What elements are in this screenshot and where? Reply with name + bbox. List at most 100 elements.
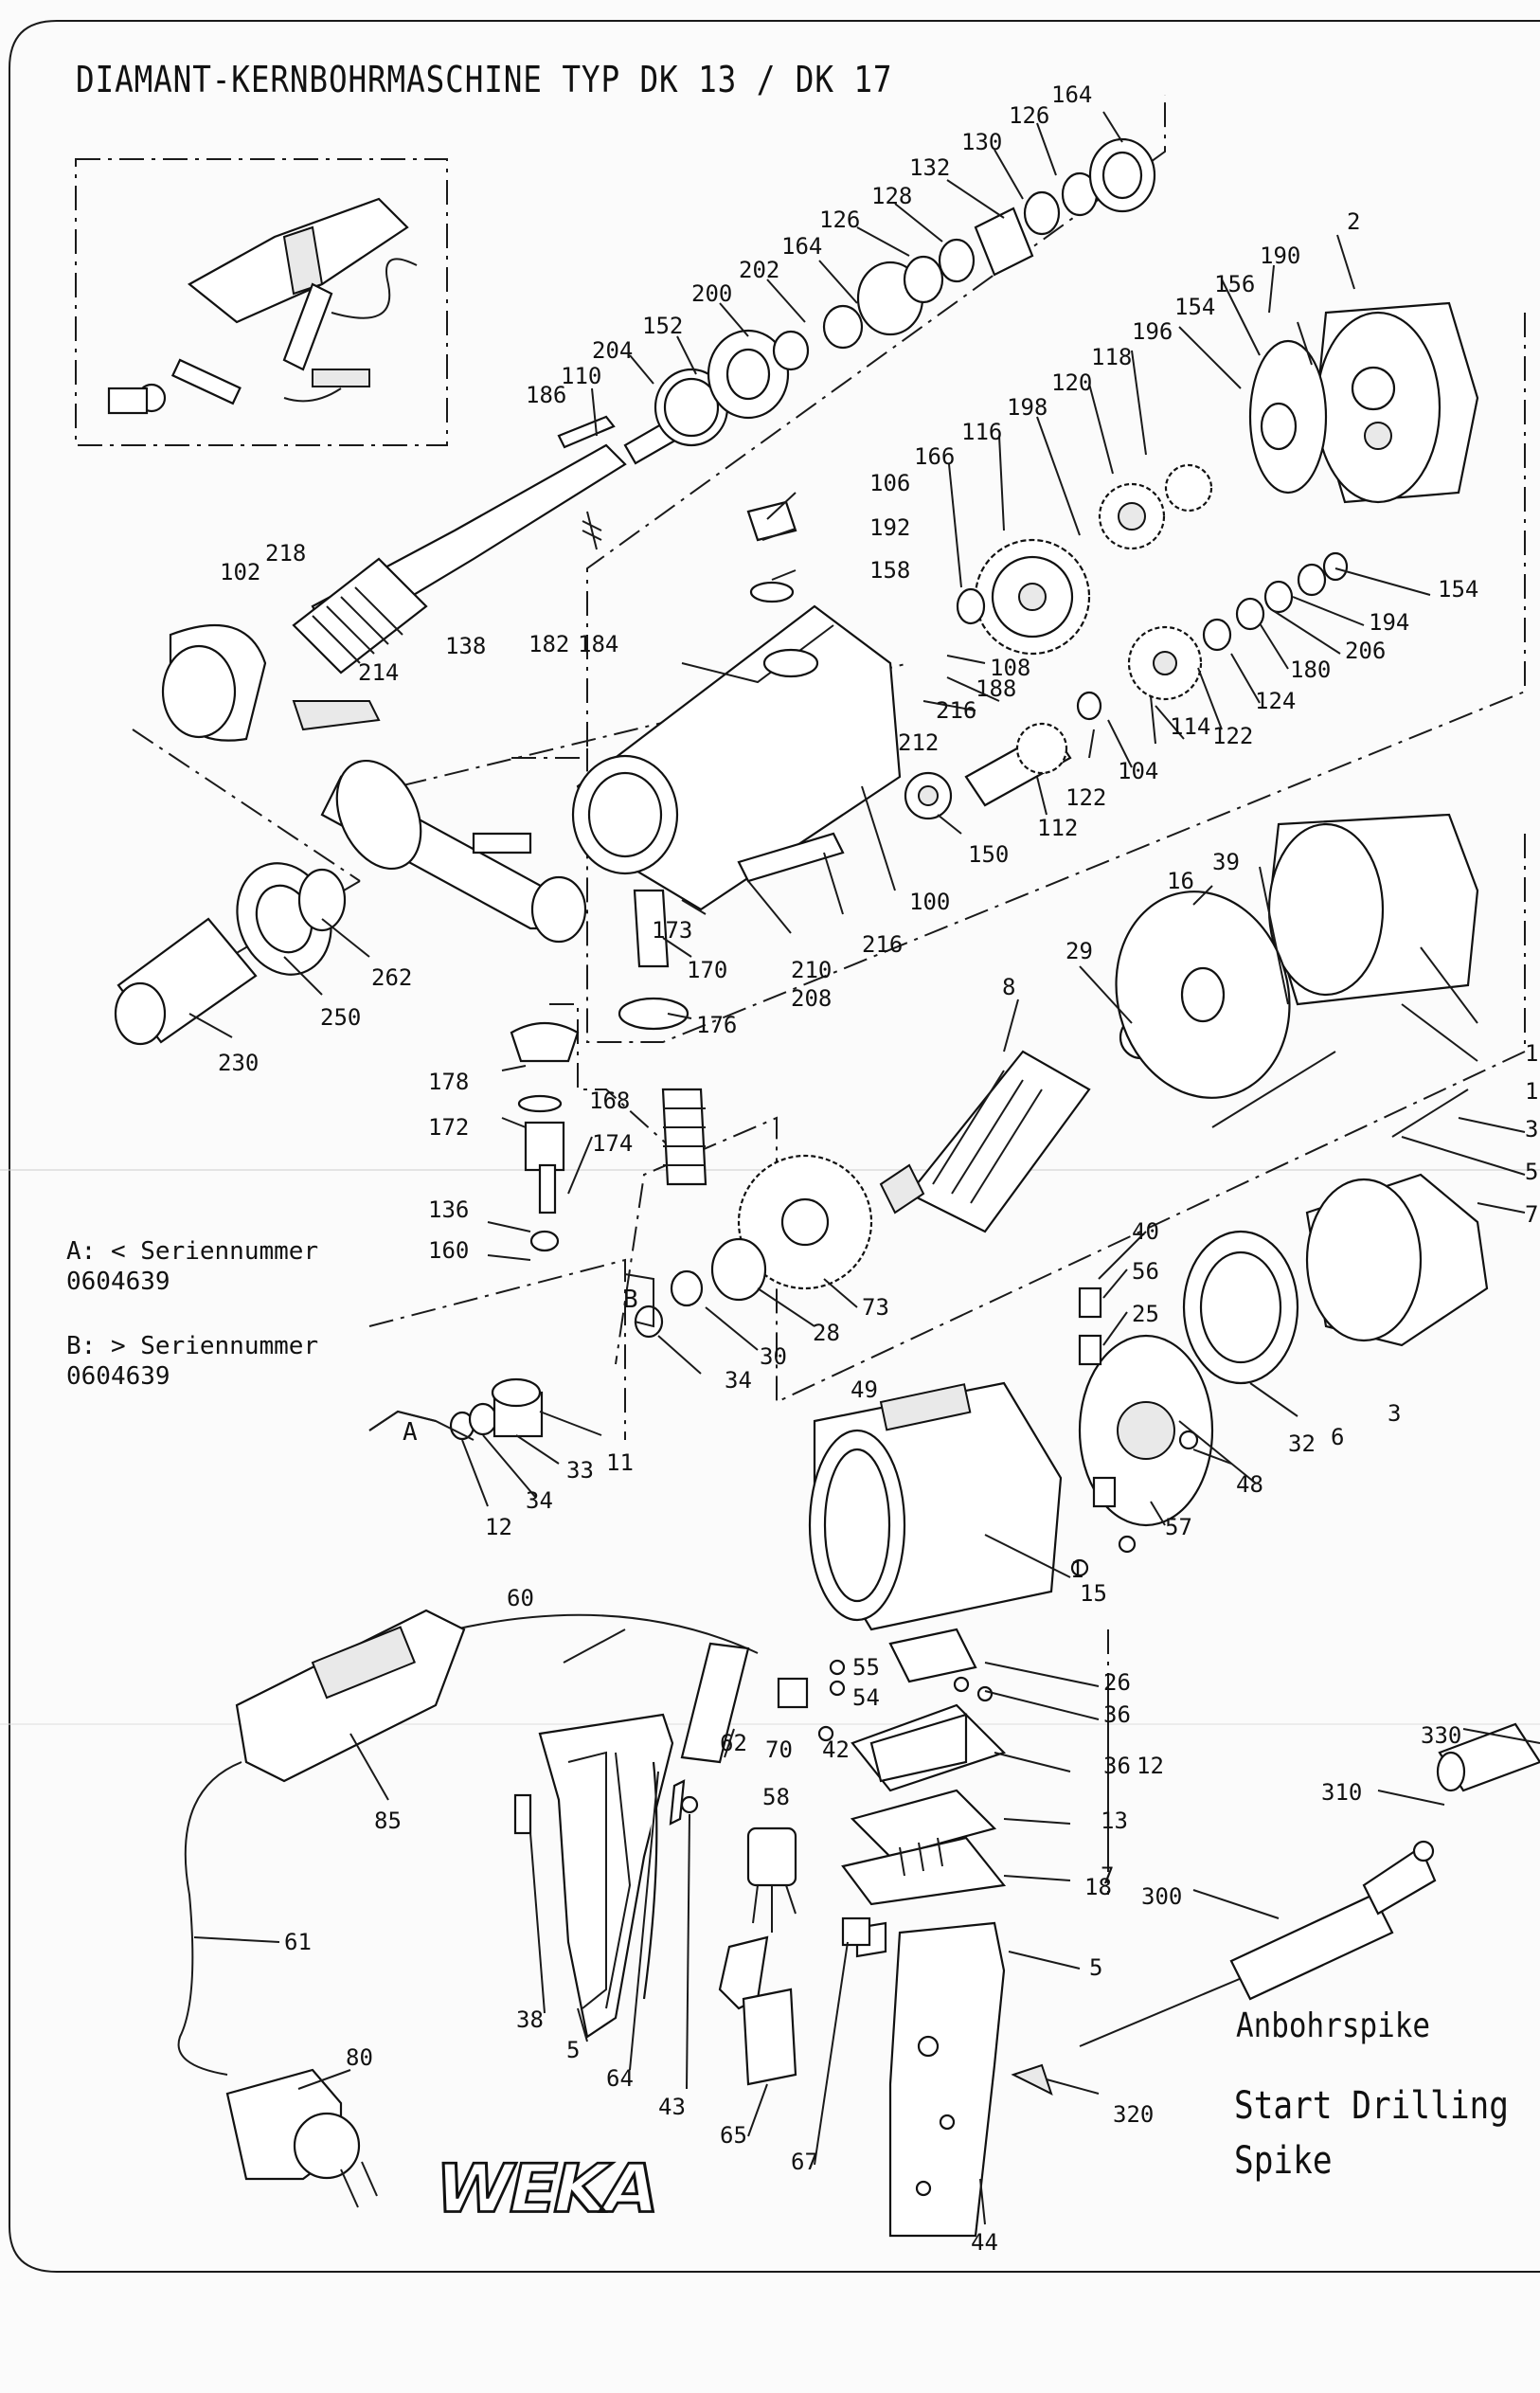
part-number-callout: 3 <box>1388 1400 1401 1427</box>
note-a: A: < Seriennummer 0604639 <box>66 1237 319 1296</box>
part-number-callout: 122 <box>1212 723 1253 749</box>
part-number-callout: 230 <box>218 1050 259 1076</box>
part-number-callout: 65 <box>720 2122 747 2149</box>
part-number-callout: 1 <box>1525 1040 1538 1067</box>
part-number-callout: 85 <box>374 1808 402 1834</box>
part-number-callout: 5 <box>1089 1954 1102 1981</box>
sheet-border <box>9 20 1540 2273</box>
part-number-callout: 32 <box>1288 1430 1316 1457</box>
handle-shells <box>513 1713 1006 2238</box>
part-number-callout: 114 <box>1170 713 1210 740</box>
part-number-callout: 33 <box>566 1457 594 1484</box>
part-number-callout: 16 <box>1167 868 1194 894</box>
weka-logo: WEKA <box>426 2150 664 2230</box>
part-number-callout: 36 <box>1103 1701 1131 1728</box>
part-number-callout: 1 <box>1525 1078 1538 1105</box>
part-number-callout: 8 <box>1002 974 1015 1000</box>
part-number-callout: 40 <box>1132 1218 1159 1245</box>
part-number-callout: 7 <box>1525 1201 1538 1228</box>
part-number-callout: 176 <box>696 1012 737 1038</box>
part-number-callout: 168 <box>589 1088 630 1114</box>
part-number-callout: 25 <box>1132 1301 1159 1327</box>
part-number-callout: 29 <box>1065 938 1093 964</box>
part-number-callout: 57 <box>1165 1514 1192 1540</box>
part-number-callout: 174 <box>592 1130 633 1157</box>
part-number-callout: 11 <box>606 1449 634 1476</box>
part-number-callout: 6 <box>1331 1424 1344 1450</box>
part-number-callout: 38 <box>516 2006 544 2033</box>
section-markers: B A <box>368 1273 654 1447</box>
part-number-callout: 166 <box>914 443 955 470</box>
part-number-callout: 158 <box>869 557 910 584</box>
part-number-callout: 55 <box>852 1654 880 1681</box>
part-number-callout: 200 <box>691 280 732 307</box>
part-number-callout: 12 <box>1137 1753 1164 1779</box>
section-tag-b: B <box>623 1286 638 1314</box>
part-number-callout: 178 <box>428 1069 469 1095</box>
part-number-callout: 62 <box>720 1730 747 1756</box>
part-number-callout: 80 <box>346 2044 373 2071</box>
part-number-callout: 112 <box>1037 815 1078 841</box>
part-number-callout: 320 <box>1113 2101 1154 2128</box>
part-number-callout: 154 <box>1174 294 1215 320</box>
bearing-rings <box>654 137 1156 447</box>
part-number-callout: 43 <box>658 2094 686 2120</box>
motor-housing <box>808 813 1489 1631</box>
part-number-callout: 160 <box>428 1237 469 1264</box>
part-number-callout: 208 <box>791 985 832 1012</box>
part-number-callout: 130 <box>961 129 1002 155</box>
gear-housing <box>571 500 902 911</box>
part-number-callout: 126 <box>819 207 860 233</box>
part-number-callout: 49 <box>851 1376 878 1403</box>
part-number-callout: 7 <box>1101 1862 1114 1889</box>
machine-overview-inset <box>107 197 418 415</box>
part-number-callout: 116 <box>961 419 1002 445</box>
part-number-callout: 44 <box>971 2229 998 2256</box>
part-number-callout: 13 <box>1101 1808 1128 1834</box>
part-number-callout: 122 <box>1065 784 1106 811</box>
part-number-callout: 12 <box>485 1514 512 1540</box>
side-handle <box>161 623 587 944</box>
part-number-callout: 170 <box>687 957 727 983</box>
part-number-callout: 204 <box>592 337 633 364</box>
part-number-callout: 214 <box>358 659 399 686</box>
part-number-callout: 190 <box>1260 243 1300 269</box>
part-number-callout: 126 <box>1009 102 1049 129</box>
bearing-flange <box>1248 301 1479 504</box>
section-a-parts <box>368 1377 544 1441</box>
part-number-callout: 15 <box>1080 1580 1107 1607</box>
part-number-callout: 150 <box>968 841 1009 868</box>
part-number-callout: 120 <box>1051 369 1092 396</box>
part-number-callout: 310 <box>1321 1779 1362 1806</box>
part-number-callout: 3 <box>1525 1116 1538 1143</box>
part-number-callout: 1 <box>1070 1556 1083 1583</box>
part-number-callout: 48 <box>1236 1471 1263 1498</box>
gears <box>904 463 1349 820</box>
part-number-callout: 118 <box>1091 344 1132 370</box>
part-number-callout: 39 <box>1212 849 1240 875</box>
part-number-callout: 124 <box>1255 688 1296 714</box>
part-number-callout: 180 <box>1290 657 1331 683</box>
spindle-assembly <box>292 415 678 675</box>
part-number-callout: 128 <box>871 183 912 209</box>
part-number-callout: 58 <box>762 1784 790 1810</box>
brush-parts <box>1070 1286 1199 1577</box>
part-number-callout: 5 <box>566 2037 580 2063</box>
part-number-callout: 26 <box>1103 1669 1131 1696</box>
power-cable <box>177 1609 759 2208</box>
part-number-callout: 216 <box>862 931 903 958</box>
part-number-callout: 164 <box>781 233 822 260</box>
part-number-callout: 216 <box>936 697 976 724</box>
part-number-callout: 138 <box>445 633 486 659</box>
part-number-callout: 34 <box>526 1487 553 1514</box>
part-number-callout: 34 <box>725 1367 752 1394</box>
part-number-callout: 188 <box>976 675 1016 702</box>
part-number-callout: 2 <box>1347 208 1360 235</box>
part-number-callout: 100 <box>909 889 950 915</box>
part-number-callout: 156 <box>1214 271 1255 297</box>
part-number-callout: 154 <box>1438 576 1478 603</box>
switch-parts <box>718 1826 871 2086</box>
part-number-callout: 212 <box>898 729 939 756</box>
callout-numbers: 1641261301321281261642022001522041101861… <box>218 81 1538 2256</box>
